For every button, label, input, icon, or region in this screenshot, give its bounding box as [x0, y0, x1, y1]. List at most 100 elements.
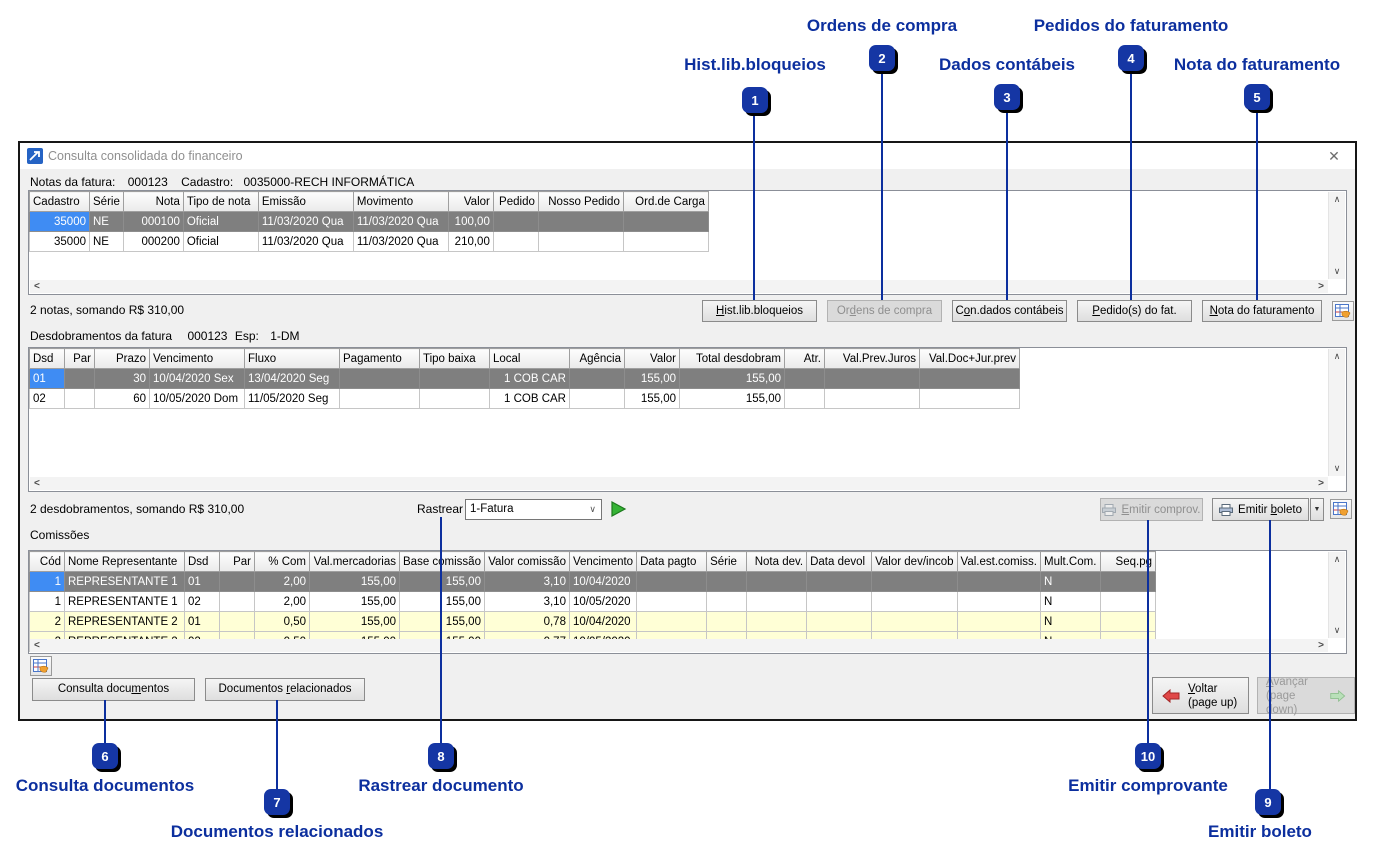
scroll-right-icon[interactable]: > [1318, 478, 1324, 489]
notas-vscroll[interactable]: ∧ ∨ [1328, 192, 1345, 279]
scroll-right-icon[interactable]: > [1318, 640, 1324, 651]
cell [746, 571, 808, 592]
column-header[interactable]: Mult.Com. [1040, 551, 1101, 572]
consulta-documentos-button[interactable]: Consulta documentos [32, 678, 195, 701]
column-header[interactable]: Movimento [352, 191, 449, 212]
emitir-boleto-split-button[interactable]: ▼ [1310, 498, 1324, 521]
scroll-up-icon[interactable]: ∧ [1333, 351, 1341, 361]
column-header[interactable]: Pagamento [339, 348, 420, 369]
column-header[interactable]: Val.mercadorias [309, 551, 400, 572]
column-header[interactable]: Val.Prev.Juros [824, 348, 920, 369]
scroll-up-icon[interactable]: ∧ [1333, 194, 1341, 204]
scroll-down-icon[interactable]: ∨ [1333, 463, 1341, 473]
callout-badge-4: 4 [1118, 45, 1144, 71]
column-header[interactable]: Cód [29, 551, 65, 572]
column-header[interactable]: Vencimento [568, 551, 638, 572]
title-bar[interactable]: Consulta consolidada do financeiro ✕ [20, 143, 1355, 169]
desdobramentos-title: Desdobramentos da fatura [30, 329, 173, 343]
grid-hand-icon-mid[interactable] [1330, 499, 1352, 519]
scroll-down-icon[interactable]: ∨ [1333, 266, 1341, 276]
scroll-right-icon[interactable]: > [1318, 281, 1324, 292]
column-header[interactable]: Local [489, 348, 570, 369]
cell: NE [89, 211, 124, 232]
documentos-relacionados-button[interactable]: Documentos relacionados [205, 678, 365, 701]
column-header[interactable]: Tipo baixa [419, 348, 490, 369]
scroll-left-icon[interactable]: < [34, 640, 40, 651]
column-header[interactable]: Data devol [806, 551, 873, 572]
column-header[interactable]: Cadastro [29, 191, 90, 212]
cell: 01 [184, 571, 220, 592]
column-header[interactable]: Val.Doc+Jur.prev [919, 348, 1020, 369]
column-header[interactable]: Par [219, 551, 255, 572]
cell [622, 211, 709, 232]
desdobramentos-hscroll[interactable]: < > [30, 477, 1328, 490]
column-header[interactable]: Série [89, 191, 124, 212]
cell: 30 [94, 368, 150, 389]
column-header[interactable]: Ord.de Carga [622, 191, 709, 212]
con-dados-contabeis-button[interactable]: Con.dados contábeis [952, 300, 1067, 322]
comissoes-vscroll[interactable]: ∧ ∨ [1328, 552, 1345, 638]
cell [419, 388, 490, 409]
column-header[interactable]: Prazo [94, 348, 150, 369]
nota-do-faturamento-button[interactable]: Nota do faturamento [1202, 300, 1322, 322]
column-header[interactable]: Fluxo [244, 348, 340, 369]
emitir-comprov-button[interactable]: Emitir comprov. [1100, 498, 1203, 521]
column-header[interactable]: Agência [569, 348, 625, 369]
cell: Oficial [182, 231, 259, 252]
cell: N [1040, 611, 1101, 632]
column-header[interactable]: Data pagto [636, 551, 708, 572]
column-header[interactable]: % Com [254, 551, 310, 572]
notas-hscroll[interactable]: < > [30, 280, 1328, 293]
column-header[interactable]: Seq.pg [1100, 551, 1156, 572]
column-header[interactable]: Nome Representante [64, 551, 185, 572]
column-header[interactable]: Emissão [257, 191, 354, 212]
hist-lib-bloqueios-button[interactable]: Hist.lib.bloqueios [702, 300, 817, 322]
pedidos-do-fat-button[interactable]: Pedido(s) do fat. [1077, 300, 1192, 322]
rastrear-select[interactable]: 1-Fatura ∨ [465, 499, 602, 520]
column-header[interactable]: Pedido [492, 191, 539, 212]
column-header[interactable]: Val.est.comiss. [956, 551, 1042, 572]
scroll-down-icon[interactable]: ∨ [1333, 625, 1341, 635]
rastrear-run-button[interactable] [607, 498, 628, 519]
column-header[interactable]: Nota [122, 191, 184, 212]
grid-hand-icon-bottom[interactable] [30, 656, 52, 676]
emitir-comprov-label: Emitir comprov. [1121, 503, 1201, 516]
scroll-up-icon[interactable]: ∧ [1333, 554, 1341, 564]
column-header[interactable]: Atr. [784, 348, 825, 369]
column-header[interactable]: Total desdobram [679, 348, 785, 369]
column-header[interactable]: Série [706, 551, 748, 572]
column-header[interactable]: Dsd [184, 551, 220, 572]
voltar-label: Voltar (page up) [1188, 682, 1238, 709]
ordens-de-compra-button[interactable]: Ordens de compra [827, 300, 942, 322]
column-header[interactable]: Valor dev/incob [871, 551, 958, 572]
column-header[interactable]: Tipo de nota [182, 191, 259, 212]
window-title: Consulta consolidada do financeiro [48, 149, 243, 163]
column-header[interactable]: Vencimento [149, 348, 245, 369]
column-header[interactable]: Nosso Pedido [537, 191, 624, 212]
desdobramentos-vscroll[interactable]: ∧ ∨ [1328, 349, 1345, 476]
column-header[interactable]: Valor [624, 348, 680, 369]
column-header[interactable]: Valor [447, 191, 494, 212]
column-header[interactable]: Nota dev. [746, 551, 808, 572]
column-header[interactable]: Valor comissão [483, 551, 570, 572]
emitir-boleto-button[interactable]: Emitir boleto [1212, 498, 1309, 521]
cell [824, 368, 920, 389]
column-header[interactable]: Par [64, 348, 95, 369]
cell [419, 368, 490, 389]
comissoes-hscroll[interactable]: < > [30, 639, 1328, 652]
column-header[interactable]: Dsd [29, 348, 65, 369]
close-icon[interactable]: ✕ [1328, 148, 1340, 164]
grid-hand-icon-top[interactable] [1332, 301, 1354, 321]
callout-line-4 [1130, 71, 1132, 300]
voltar-button[interactable]: Voltar (page up) [1152, 677, 1249, 714]
scroll-left-icon[interactable]: < [34, 281, 40, 292]
scroll-left-icon[interactable]: < [34, 478, 40, 489]
avancar-button[interactable]: Avançar (page down) [1257, 676, 1355, 716]
